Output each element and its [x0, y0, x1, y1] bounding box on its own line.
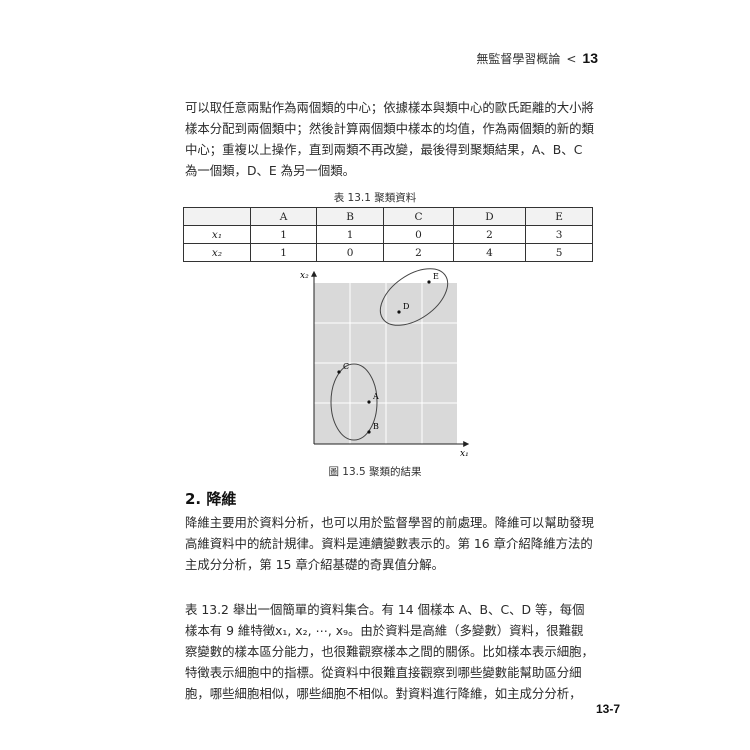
figure-caption: 圖 13.5 聚類的結果: [328, 466, 422, 478]
table-cell: 1: [249, 243, 318, 262]
table-header-cell: [183, 207, 251, 226]
cluster-ellipse-abc: [330, 363, 378, 441]
table-cell: 0: [316, 243, 385, 262]
data-point-d: [397, 310, 401, 314]
data-point-c: [337, 370, 341, 374]
table-cell: 2: [383, 243, 454, 262]
table-cell: 4: [452, 243, 527, 262]
cluster-data-table: A B C D E x₁ 1 1 0 2 3 x₂ 1 0 2 4 5: [183, 207, 593, 262]
header-chapter-number: 13: [582, 50, 598, 66]
data-point-e: [427, 280, 431, 284]
header-title: 無監督學習概論: [476, 52, 561, 66]
cluster-ellipse-de: [379, 268, 449, 326]
cluster-figure: x₁ x₂ A B C D E: [300, 268, 480, 462]
table-header-cell: D: [452, 207, 527, 226]
table-header-cell: B: [316, 207, 385, 226]
section-paragraph-2: 表 13.2 舉出一個簡單的資料集合。有 14 個樣本 A、B、C、D 等，每個…: [185, 602, 594, 701]
y-axis-label: x₂: [300, 271, 309, 281]
gridlines: [314, 283, 457, 444]
point-label-c: C: [343, 362, 349, 371]
point-label-b: B: [373, 422, 379, 431]
cluster-plot: x₁ x₂ A B C D E: [300, 268, 470, 459]
data-point-a: [367, 400, 371, 404]
table-cell: 5: [525, 243, 593, 262]
table-cell: 1: [249, 225, 318, 244]
point-label-e: E: [433, 272, 439, 281]
row-label: x₁: [183, 225, 251, 244]
header-separator: <: [566, 52, 577, 66]
table-header-cell: C: [383, 207, 454, 226]
point-label-d: D: [403, 302, 409, 311]
intro-paragraph: 可以取任意兩點作為兩個類的中心；依據樣本與類中心的歐氏距離的大小將樣本分配到兩個…: [185, 100, 594, 178]
table-cell: 3: [525, 225, 593, 244]
section-paragraph-1: 降維主要用於資料分析，也可以用於監督學習的前處理。降維可以幫助發現高維資料中的統…: [185, 515, 594, 572]
row-label: x₂: [183, 243, 251, 262]
table-caption: 表 13.1 聚類資料: [333, 192, 417, 204]
data-point-b: [367, 430, 371, 434]
table-header-cell: A: [249, 207, 318, 226]
point-label-a: A: [372, 392, 379, 401]
data-points: A B C D E: [337, 272, 439, 434]
running-header: 無監督學習概論 < 13: [476, 50, 598, 67]
table-cell: 2: [452, 225, 527, 244]
table-row: x₁ 1 1 0 2 3: [183, 225, 593, 244]
table-row: x₂ 1 0 2 4 5: [183, 243, 593, 262]
table-header-cell: E: [525, 207, 593, 226]
section-title: 2. 降維: [185, 490, 237, 508]
table-header-row: A B C D E: [183, 207, 593, 226]
page-number: 13-7: [595, 702, 620, 716]
table-cell: 1: [316, 225, 385, 244]
table-cell: 0: [383, 225, 454, 244]
x-axis-label: x₁: [460, 449, 469, 458]
